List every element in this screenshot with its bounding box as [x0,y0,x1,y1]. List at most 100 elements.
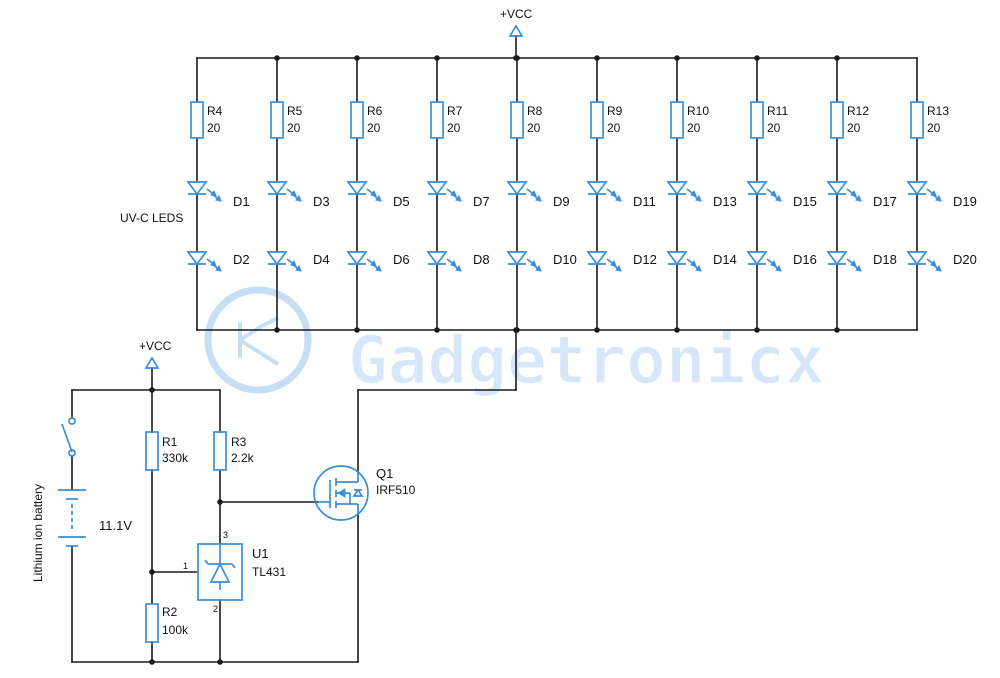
watermark-transistor-icon [238,316,280,366]
r2-value: 100k [162,623,189,637]
uv-led-icon [906,181,942,202]
vcc-left-label: +VCC [139,339,172,353]
resistor-value: 20 [687,121,701,135]
uv-led-icon [346,251,382,272]
uv-led-icon [506,251,542,272]
led-ref: D14 [713,252,737,267]
resistor-value: 20 [767,121,781,135]
u1-ref: U1 [252,546,269,561]
watermark-text: Gadgetronicx [348,322,825,399]
resistor [670,101,684,139]
vcc-left: +VCC [139,339,172,369]
battery-label: Lithium ion battery [31,484,45,582]
uv-led-icon [586,181,622,202]
r3-ref: R3 [231,435,247,449]
mosfet-q1: Q1 IRF510 [313,465,416,521]
resistor [350,101,364,139]
resistor-value: 20 [927,121,941,135]
resistor [270,101,284,139]
uv-led-icon [266,181,302,202]
uv-led-icon [826,251,862,272]
r2-ref: R2 [162,605,178,619]
watermark-logo-icon [204,286,312,394]
led-ref: D5 [393,194,410,209]
resistor [750,101,764,139]
q1-part: IRF510 [376,483,416,497]
led-ref: D1 [233,194,250,209]
vcc-top-label: +VCC [500,7,533,21]
vcc-top: +VCC [500,7,533,59]
led-group-label: UV-C LEDS [120,211,183,225]
power-switch [61,417,76,457]
uv-led-icon [666,251,702,272]
led-ref: D6 [393,252,410,267]
resistor [830,101,844,139]
uv-led-icon [186,181,222,202]
driver-wiring [71,327,519,665]
uv-led-icon [426,251,462,272]
resistor [590,101,604,139]
resistor-ref: R10 [687,104,709,118]
uv-led-icon [586,251,622,272]
uv-led-icon [426,181,462,202]
resistor-ref: R6 [367,104,383,118]
led-ref: D13 [713,194,737,209]
resistor-value: 20 [447,121,461,135]
led-ref: D3 [313,194,330,209]
resistor-ref: R11 [767,104,788,118]
led-array: R420D1D2R520D3D4R620D5D6R720D7D8R820D9D1… [186,55,977,333]
led-ref: D12 [633,252,657,267]
battery: 11.1V Lithium ion battery [31,484,132,582]
led-ref: D17 [873,194,897,209]
led-ref: D9 [553,194,570,209]
led-ref: D18 [873,252,897,267]
resistor-value: 20 [607,121,621,135]
uv-led-icon [906,251,942,272]
resistor [430,101,444,139]
led-ref: D4 [313,252,330,267]
vcc-left-arrow-icon [144,356,160,369]
uv-led-icon [346,181,382,202]
resistor-ref: R4 [207,104,223,118]
led-ref: D15 [793,194,817,209]
resistor [910,101,924,139]
resistor [190,101,204,139]
resistor-value: 20 [207,121,221,135]
resistor-r1: R1 330k [145,431,189,471]
resistor-value: 20 [527,121,541,135]
uv-led-icon [266,251,302,272]
led-ref: D10 [553,252,577,267]
uv-led-icon [186,251,222,272]
battery-voltage-label: 11.1V [99,518,132,533]
uv-led-icon [826,181,862,202]
uv-led-icon [746,181,782,202]
resistor-value: 20 [287,121,301,135]
resistor-ref: R8 [527,104,543,118]
watermark: Gadgetronicx [204,286,826,400]
resistor-ref: R12 [847,104,869,118]
resistor-value: 20 [847,121,861,135]
uv-led-icon [746,251,782,272]
led-ref: D8 [473,252,490,267]
led-ref: D16 [793,252,817,267]
led-ref: D2 [233,252,250,267]
resistor-r2: R2 100k [145,603,189,643]
resistor-r3: R3 2.2k [213,431,255,471]
resistor-ref: R9 [607,104,623,118]
uv-led-icon [506,181,542,202]
u1-pin2: 2 [213,604,218,614]
vcc-arrow-icon [508,24,524,37]
u1-pin1: 1 [183,561,188,571]
r1-value: 330k [162,451,189,465]
u1-pin3: 3 [223,530,228,540]
